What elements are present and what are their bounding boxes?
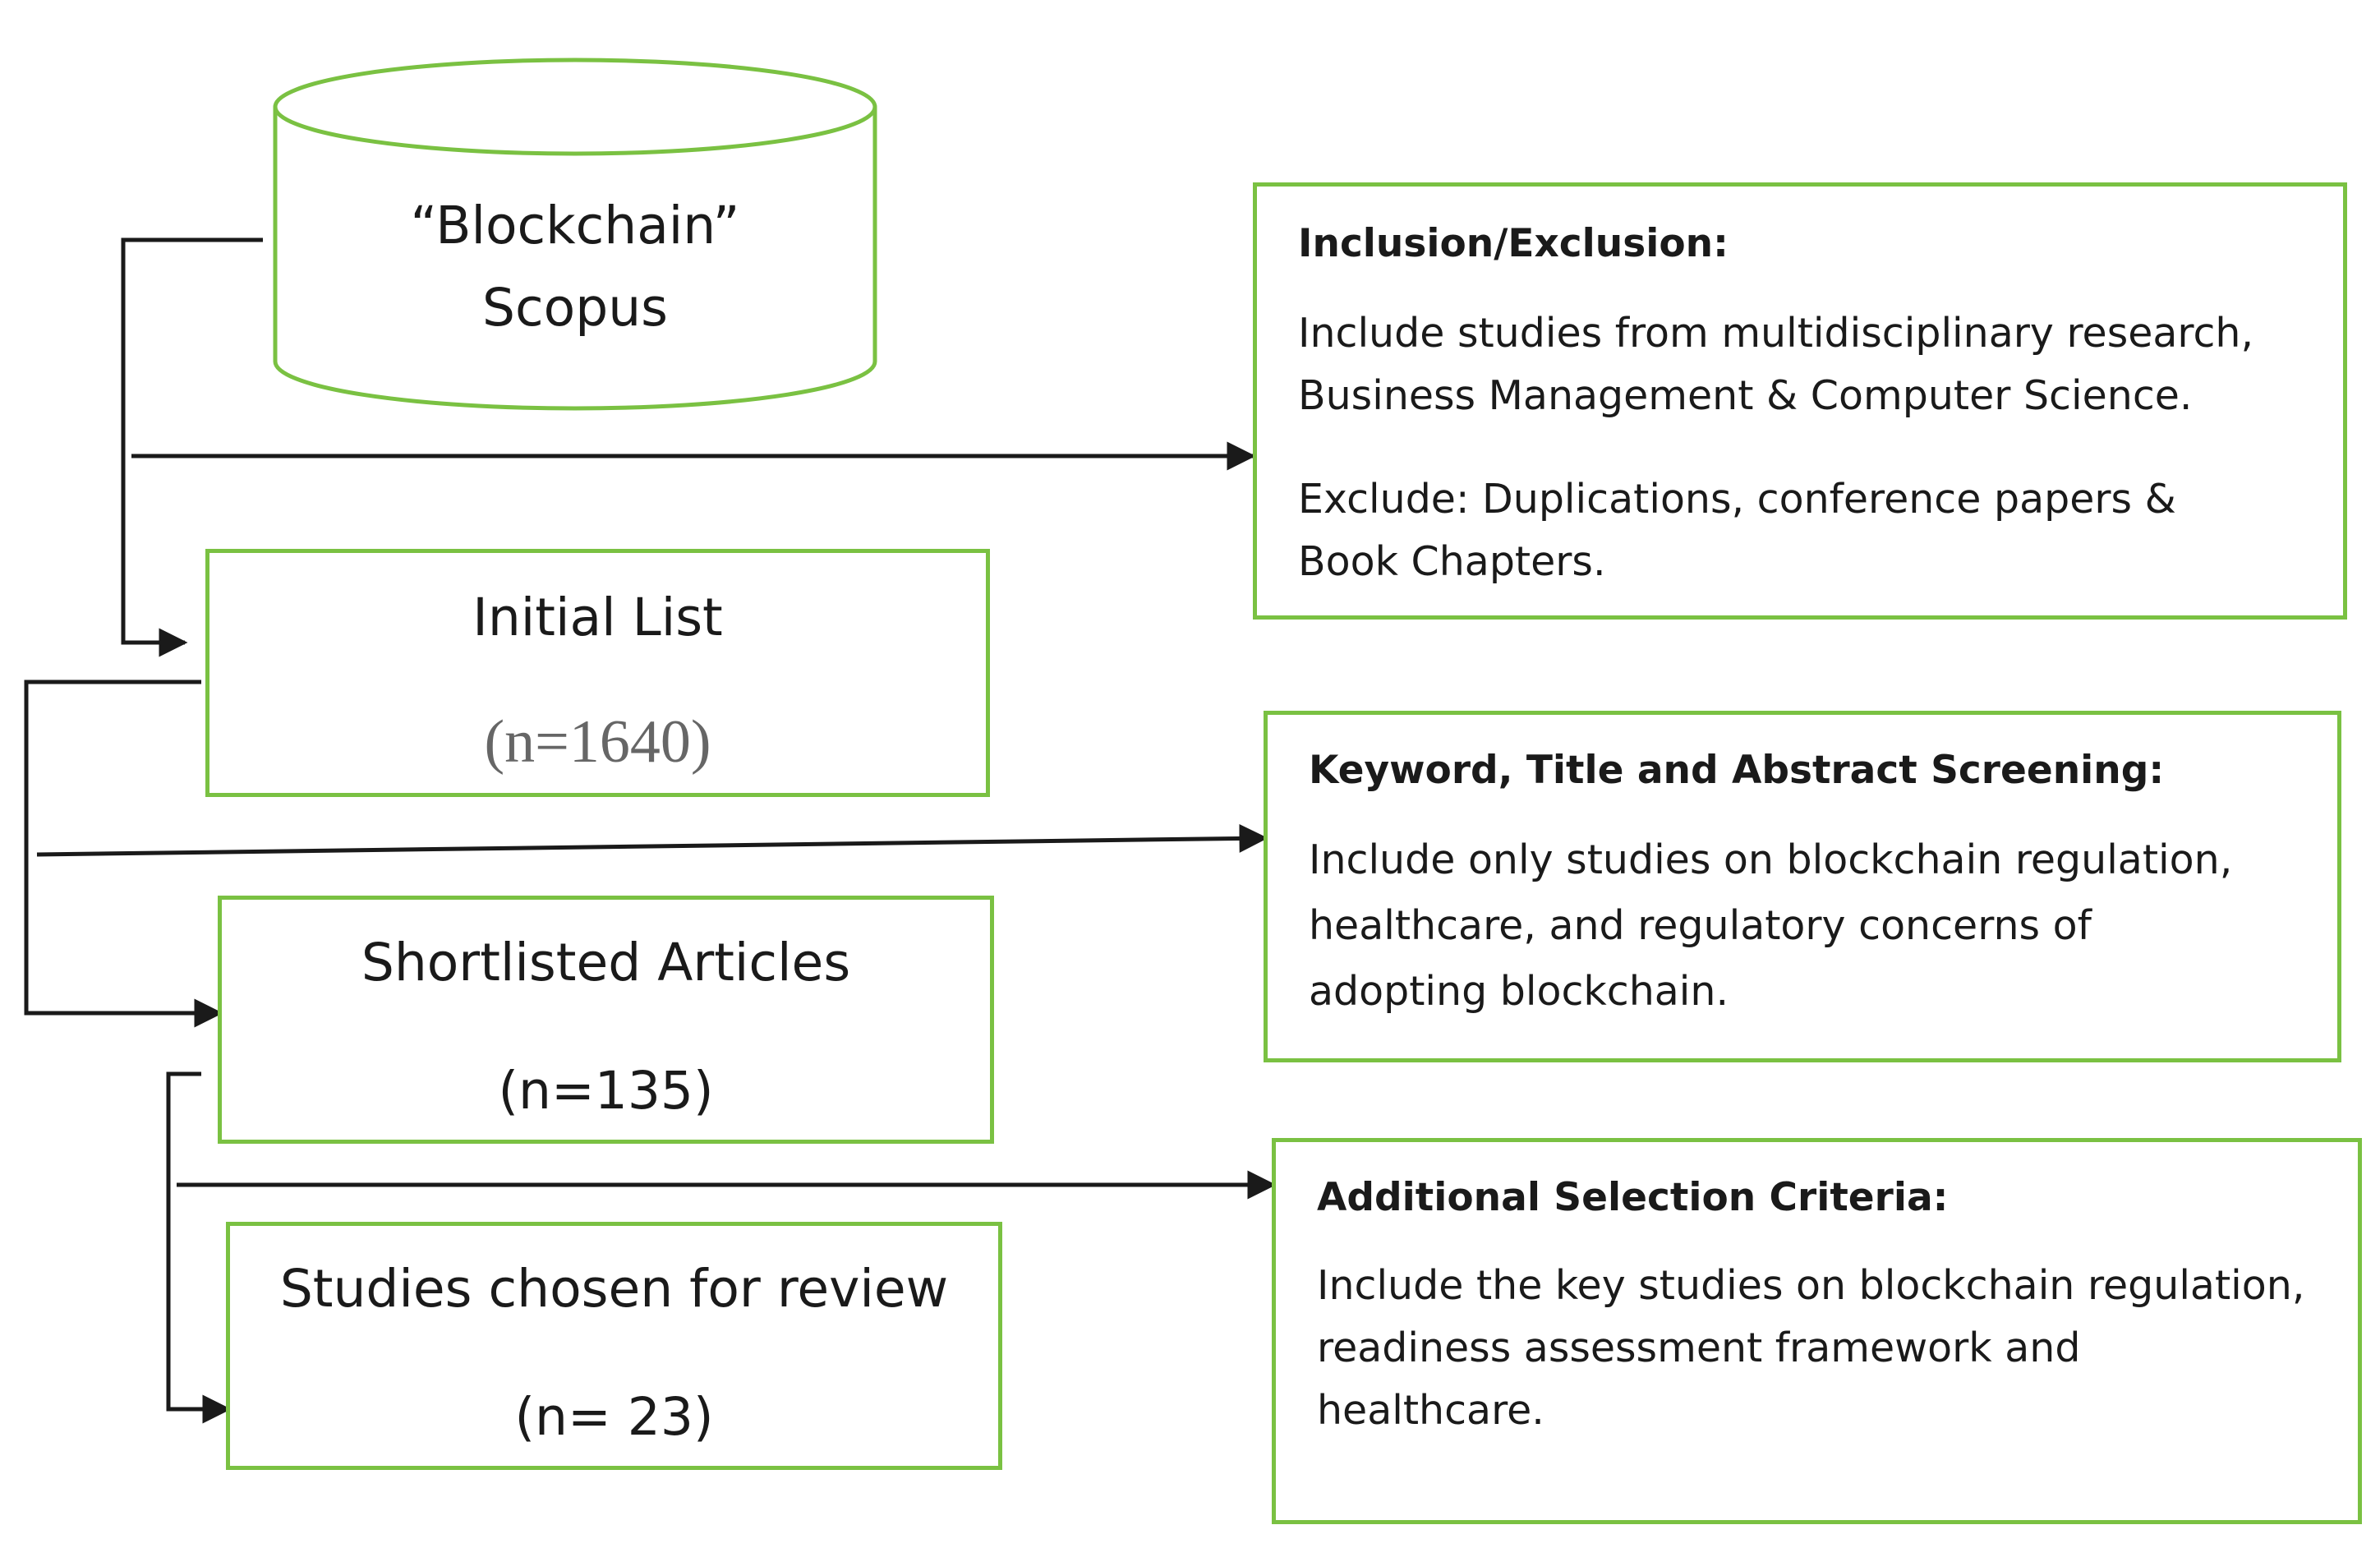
connector-source-to-initial — [121, 237, 263, 657]
step-count: (n=135) — [498, 1061, 714, 1121]
criteria-paragraph: Include studies from multidisciplinary r… — [1298, 302, 2302, 427]
criteria-additional-selection: Additional Selection Criteria: Include t… — [1272, 1138, 2362, 1524]
criteria-title: Additional Selection Criteria: — [1317, 1175, 1949, 1220]
criteria-title: Inclusion/Exclusion: — [1298, 221, 1729, 266]
connector-initial-to-shortlisted — [24, 680, 223, 1028]
criteria-line: healthcare. — [1317, 1387, 1544, 1434]
step-studies-chosen: Studies chosen for review (n= 23) — [226, 1222, 1002, 1470]
step-count: (n=1640) — [484, 708, 711, 776]
criteria-line: Exclude: Duplications, conference papers… — [1298, 476, 2176, 523]
criteria-line: Book Chapters. — [1298, 538, 1606, 585]
step-shortlisted-articles: Shortlisted Articles (n=135) — [218, 896, 994, 1144]
step-title: Shortlisted Articles — [361, 933, 851, 993]
criteria-title: Keyword, Title and Abstract Screening: — [1309, 748, 2165, 793]
criteria-paragraph: Include the key studies on blockchain re… — [1317, 1255, 2317, 1442]
source-query: “Blockchain” — [410, 196, 740, 256]
criteria-paragraph: Exclude: Duplications, conference papers… — [1298, 468, 2302, 593]
criteria-line: Include only studies on blockchain regul… — [1309, 836, 2233, 883]
criteria-line: Business Management & Computer Science. — [1298, 372, 2193, 419]
database-cylinder-icon — [273, 58, 877, 411]
step-count: (n= 23) — [514, 1387, 714, 1447]
source-name: Scopus — [482, 278, 668, 338]
step-initial-list: Initial List (n=1640) — [205, 549, 990, 797]
criteria-paragraph: Include only studies on blockchain regul… — [1309, 827, 2296, 1025]
criteria-line: healthcare, and regulatory concerns of — [1309, 902, 2092, 949]
arrow-to-keyword-screening — [36, 823, 1268, 857]
criteria-line: adopting blockchain. — [1309, 968, 1729, 1015]
criteria-line: readiness assessment framework and — [1317, 1325, 2081, 1371]
criteria-line: Include studies from multidisciplinary r… — [1298, 310, 2254, 357]
criteria-line: Include the key studies on blockchain re… — [1317, 1262, 2305, 1309]
criteria-inclusion-exclusion: Inclusion/Exclusion: Include studies fro… — [1253, 182, 2347, 620]
step-title: Initial List — [472, 587, 723, 647]
criteria-keyword-screening: Keyword, Title and Abstract Screening: I… — [1264, 711, 2341, 1062]
connector-shortlisted-to-chosen — [166, 1071, 232, 1424]
step-title: Studies chosen for review — [279, 1259, 949, 1319]
